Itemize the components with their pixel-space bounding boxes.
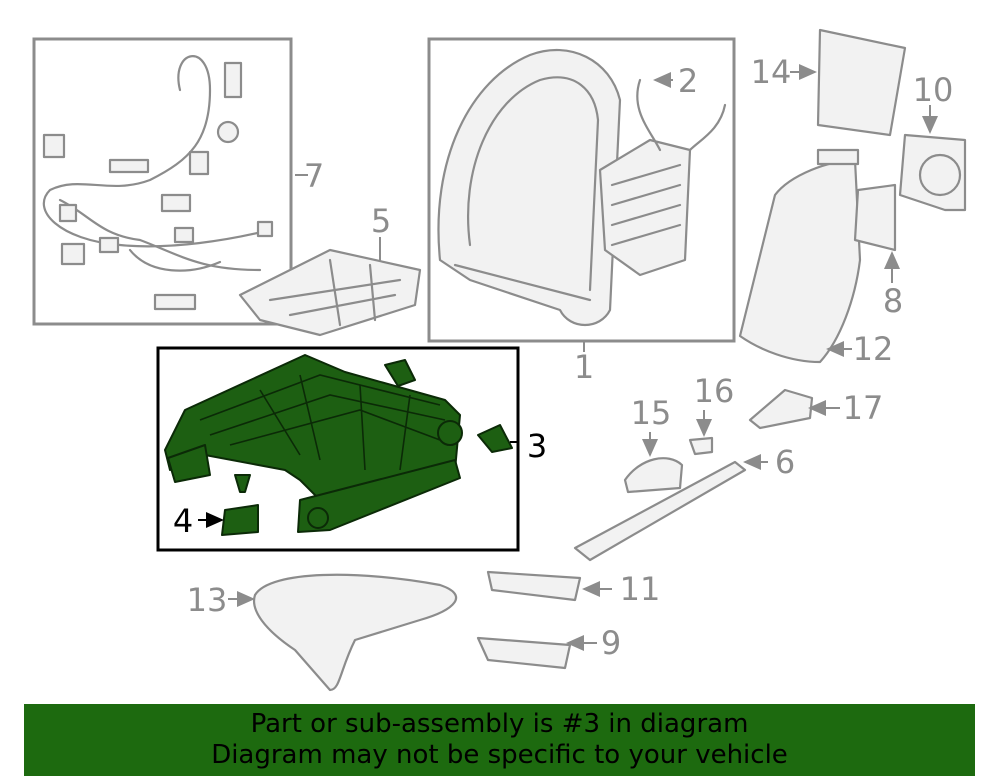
- callout-6: 6: [775, 443, 795, 481]
- bracket-part-small: [384, 359, 513, 453]
- callout-11: 11: [620, 570, 661, 608]
- seat-adjuster-track-part: [164, 354, 463, 533]
- banner-line-disclaimer: Diagram may not be specific to your vehi…: [211, 740, 788, 770]
- callout-2: 2: [678, 62, 698, 100]
- disclaimer-banner: Part or sub-assembly is #3 in diagram Di…: [24, 704, 975, 776]
- harness-box: [32, 37, 293, 326]
- bracket-part-8: [853, 183, 897, 252]
- callout-1: 1: [574, 348, 594, 386]
- callout-3: 3: [527, 427, 547, 465]
- callout-17: 17: [843, 389, 884, 427]
- cushion-frame-part: [238, 248, 422, 337]
- module-part-9: [476, 636, 572, 670]
- callout-16: 16: [694, 372, 735, 410]
- callout-9: 9: [601, 624, 621, 662]
- callout-10: 10: [913, 71, 954, 109]
- bracket-part-11: [486, 570, 582, 602]
- callout-7: 7: [304, 157, 324, 195]
- callout-5: 5: [371, 202, 391, 240]
- callout-4: 4: [173, 502, 193, 540]
- callout-15: 15: [631, 394, 672, 432]
- trim-cover-part-15: [623, 457, 684, 494]
- callout-13: 13: [187, 581, 228, 619]
- wiring-harness-group: [32, 37, 293, 326]
- seat-back-box: [427, 37, 736, 343]
- seat-back-group: [427, 37, 736, 343]
- clip-part-16: [688, 436, 714, 456]
- back-trim-part: [738, 148, 862, 364]
- callout-8: 8: [883, 282, 903, 320]
- cushion-pad-part: [252, 573, 458, 692]
- cover-part-17: [748, 388, 814, 430]
- bolt-part-4: [221, 474, 259, 536]
- seat-adjuster-group: [156, 346, 520, 552]
- banner-line-part-number: Part or sub-assembly is #3 in diagram: [250, 709, 749, 739]
- callout-12: 12: [853, 330, 894, 368]
- back-panel-part: [816, 28, 907, 137]
- adjuster-box: [156, 346, 520, 552]
- module-part-10: [898, 133, 967, 212]
- rail-part-6: [573, 460, 747, 562]
- callout-14: 14: [751, 53, 792, 91]
